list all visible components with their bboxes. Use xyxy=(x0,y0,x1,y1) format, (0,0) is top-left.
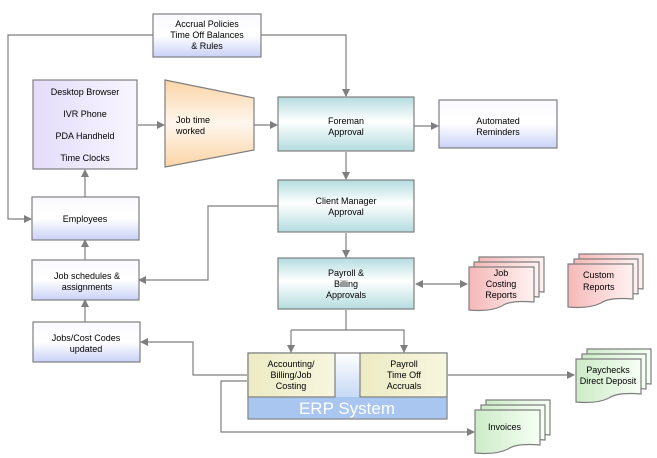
schedules-line-2: assignments xyxy=(62,282,113,292)
foreman-line-2: Approval xyxy=(328,127,364,137)
jobtime-line-1: Job time xyxy=(176,115,210,125)
jobcosting-line-1: Job xyxy=(494,268,509,278)
custom-line-1: Custom xyxy=(583,270,614,280)
accounting-line-1: Accounting/ xyxy=(267,359,315,369)
approvals-line-3: Approvals xyxy=(326,290,367,300)
payroll-line-3: Accruals xyxy=(387,381,422,391)
reminders-line-1: Automated xyxy=(476,116,520,126)
device-time-clocks: Time Clocks xyxy=(60,153,110,163)
custom-line-2: Reports xyxy=(583,282,615,292)
invoices-label: Invoices xyxy=(488,422,522,432)
employees-label: Employees xyxy=(63,214,108,224)
node-accrual-policies[interactable]: Accrual Policies Time Off Balances & Rul… xyxy=(152,13,262,58)
node-paychecks[interactable]: Paychecks Direct Deposit xyxy=(575,348,652,404)
jobcosting-line-2: Costing xyxy=(486,279,517,289)
payroll-line-2: Time Off xyxy=(387,370,422,380)
node-accounting[interactable]: Accounting/ Billing/Job Costing xyxy=(247,352,336,398)
approvals-line-2: Billing xyxy=(334,279,358,289)
edge-client-to-schedules xyxy=(138,205,278,284)
edge-accounting-to-invoices xyxy=(220,380,475,436)
accrual-line-1: Accrual Policies xyxy=(175,19,239,29)
erp-system-label: ERP System xyxy=(299,399,395,418)
node-job-schedules[interactable]: Job schedules & assignments xyxy=(31,259,140,301)
approvals-line-1: Payroll & xyxy=(328,268,364,278)
node-invoices[interactable]: Invoices xyxy=(474,399,551,455)
node-payroll-accruals[interactable]: Payroll Time Off Accruals xyxy=(359,352,448,398)
paychecks-line-1: Paychecks xyxy=(586,365,630,375)
accounting-line-2: Billing/Job xyxy=(270,370,311,380)
node-foreman-approval[interactable]: Foreman Approval xyxy=(277,96,415,152)
foreman-line-1: Foreman xyxy=(328,116,364,126)
jobtime-line-2: worked xyxy=(175,126,205,136)
node-payroll-billing-approvals[interactable]: Payroll & Billing Approvals xyxy=(277,257,415,310)
node-employees[interactable]: Employees xyxy=(31,196,140,241)
accounting-line-3: Costing xyxy=(276,381,307,391)
reminders-line-2: Reminders xyxy=(476,127,520,137)
device-ivr-phone: IVR Phone xyxy=(63,109,107,119)
edge-accrual-to-employees xyxy=(7,34,153,223)
node-input-devices[interactable]: Desktop Browser IVR Phone PDA Handheld T… xyxy=(32,79,138,170)
edge-approvals-to-payroll xyxy=(346,329,408,353)
device-pda-handheld: PDA Handheld xyxy=(55,131,114,141)
costcodes-line-2: updated xyxy=(70,344,103,354)
edge-approvals-to-erp xyxy=(291,310,347,331)
node-jobs-cost-codes[interactable]: Jobs/Cost Codes updated xyxy=(32,321,141,363)
costcodes-line-1: Jobs/Cost Codes xyxy=(52,333,121,343)
client-line-1: Client Manager xyxy=(315,196,376,206)
edges xyxy=(7,34,575,436)
client-line-2: Approval xyxy=(328,207,364,217)
node-job-costing-reports[interactable]: Job Costing Reports xyxy=(468,256,545,312)
node-job-time-worked[interactable]: Job time worked xyxy=(164,79,255,168)
schedules-line-1: Job schedules & xyxy=(54,271,120,281)
device-desktop-browser: Desktop Browser xyxy=(51,87,120,97)
accrual-line-2: Time Off Balances xyxy=(170,30,244,40)
edge-accrual-to-foreman xyxy=(261,34,350,97)
node-client-manager-approval[interactable]: Client Manager Approval xyxy=(277,179,415,233)
paychecks-line-2: Direct Deposit xyxy=(580,376,637,386)
jobcosting-line-3: Reports xyxy=(485,290,517,300)
node-automated-reminders[interactable]: Automated Reminders xyxy=(438,99,558,149)
node-erp-system[interactable]: ERP System xyxy=(247,352,448,420)
node-custom-reports[interactable]: Custom Reports xyxy=(567,253,644,309)
edge-accounting-to-costcodes xyxy=(140,338,247,376)
accrual-line-3: & Rules xyxy=(191,41,223,51)
payroll-line-1: Payroll xyxy=(390,359,418,369)
